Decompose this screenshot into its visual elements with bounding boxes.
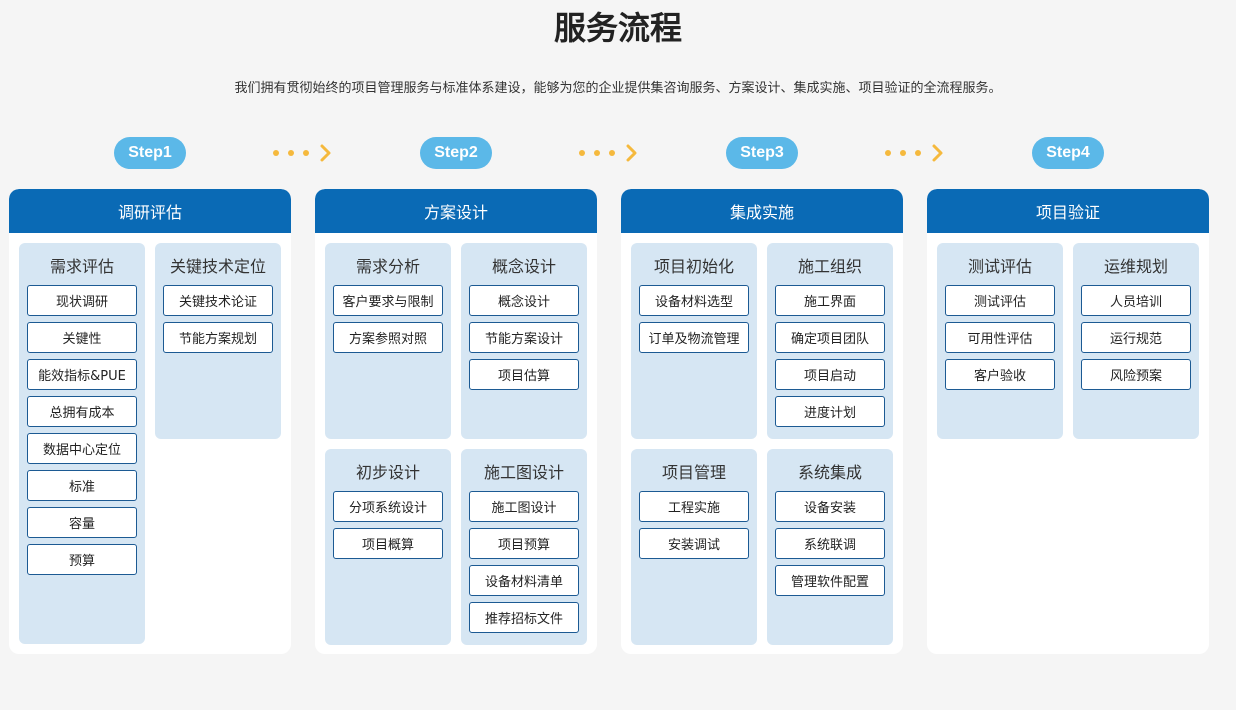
phase-item: 确定项目团队: [775, 322, 885, 353]
step-badge-3: Step3: [726, 137, 798, 169]
phase-card: 施工图设计施工图设计项目预算设备材料清单推荐招标文件: [461, 449, 587, 645]
stage-column-3: 集成实施项目初始化设备材料选型订单及物流管理施工组织施工界面确定项目团队项目启动…: [621, 189, 903, 654]
phase-card: 系统集成设备安装系统联调管理软件配置: [767, 449, 893, 645]
phase-item: 标准: [27, 470, 137, 501]
phase-card: 需求评估现状调研关键性能效指标&PUE 总拥有成本数据中心定位标准容量预算: [19, 243, 145, 644]
phase-title: 测试评估: [967, 257, 1032, 276]
phase-item: 节能方案规划: [163, 322, 273, 353]
phase-card: 需求分析客户要求与限制方案参照对照: [325, 243, 451, 439]
phase-item-list: 工程实施安装调试: [631, 491, 757, 559]
phase-title: 需求分析: [355, 257, 420, 276]
phase-title: 概念设计: [491, 257, 556, 276]
stage-header: 调研评估: [9, 189, 291, 233]
phase-item: 订单及物流管理: [639, 322, 749, 353]
phase-item: 推荐招标文件: [469, 602, 579, 633]
stage-column-2: 方案设计需求分析客户要求与限制方案参照对照概念设计概念设计节能方案设计项目估算初…: [315, 189, 597, 654]
step-badge-4: Step4: [1032, 137, 1104, 169]
phase-item: 运行规范: [1081, 322, 1191, 353]
phase-item: 设备安装: [775, 491, 885, 522]
phase-card: 初步设计分项系统设计项目概算: [325, 449, 451, 645]
phase-item: 工程实施: [639, 491, 749, 522]
phase-item: 节能方案设计: [469, 322, 579, 353]
phase-item: 项目概算: [333, 528, 443, 559]
phase-item-list: 设备材料选型订单及物流管理: [631, 285, 757, 353]
phase-item-list: 分项系统设计项目概算: [325, 491, 451, 559]
phase-item: 客户验收: [945, 359, 1055, 390]
phase-card: 施工组织施工界面确定项目团队项目启动进度计划: [767, 243, 893, 439]
phase-card: 关键技术定位关键技术论证节能方案规划: [155, 243, 281, 439]
phase-card: 项目初始化设备材料选型订单及物流管理: [631, 243, 757, 439]
phase-title: 系统集成: [797, 463, 862, 482]
phase-item: 方案参照对照: [333, 322, 443, 353]
phase-card: 运维规划人员培训运行规范风险预案: [1073, 243, 1199, 439]
phase-card: 测试评估测试评估可用性评估客户验收: [937, 243, 1063, 439]
phase-item: 能效指标&PUE: [27, 359, 137, 390]
phase-item-list: 客户要求与限制方案参照对照: [325, 285, 451, 353]
phase-item: 总拥有成本: [27, 396, 137, 427]
phase-item-list: 施工界面确定项目团队项目启动进度计划: [767, 285, 893, 427]
phase-item-list: 设备安装系统联调管理软件配置: [767, 491, 893, 596]
phase-item: 概念设计: [469, 285, 579, 316]
phase-item: 系统联调: [775, 528, 885, 559]
phase-item: 人员培训: [1081, 285, 1191, 316]
phase-title: 初步设计: [355, 463, 420, 482]
phase-item: 客户要求与限制: [333, 285, 443, 316]
phase-item-list: 关键技术论证节能方案规划: [155, 285, 281, 353]
phase-item: 可用性评估: [945, 322, 1055, 353]
phase-item: 风险预案: [1081, 359, 1191, 390]
page-subtitle: 我们拥有贯彻始终的项目管理服务与标准体系建设，能够为您的企业提供集咨询服务、方案…: [234, 81, 1002, 96]
step-badge-1: Step1: [114, 137, 186, 169]
phase-card: 概念设计概念设计节能方案设计项目估算: [461, 243, 587, 439]
phase-item-list: 人员培训运行规范风险预案: [1073, 285, 1199, 390]
chevron-right-icon: [578, 143, 640, 163]
phase-item: 容量: [27, 507, 137, 538]
phase-item: 项目预算: [469, 528, 579, 559]
phase-card: 项目管理工程实施安装调试: [631, 449, 757, 645]
phase-item: 关键技术论证: [163, 285, 273, 316]
step-badge-2: Step2: [420, 137, 492, 169]
stage-header: 项目验证: [927, 189, 1209, 233]
page-title: 服务流程: [553, 9, 682, 47]
phase-item: 管理软件配置: [775, 565, 885, 596]
phase-item: 设备材料清单: [469, 565, 579, 596]
phase-item-list: 施工图设计项目预算设备材料清单推荐招标文件: [461, 491, 587, 633]
chevron-right-icon: [884, 143, 946, 163]
phase-title: 项目初始化: [653, 257, 734, 276]
chevron-right-icon: [272, 143, 334, 163]
phase-item: 项目启动: [775, 359, 885, 390]
phase-title: 施工组织: [797, 257, 862, 276]
phase-item: 施工界面: [775, 285, 885, 316]
phase-item: 数据中心定位: [27, 433, 137, 464]
phase-item: 安装调试: [639, 528, 749, 559]
phase-item: 预算: [27, 544, 137, 575]
phase-item: 设备材料选型: [639, 285, 749, 316]
phase-item: 测试评估: [945, 285, 1055, 316]
phase-title: 运维规划: [1103, 257, 1168, 276]
phase-title: 需求评估: [49, 257, 114, 276]
phase-item: 施工图设计: [469, 491, 579, 522]
phase-item: 关键性: [27, 322, 137, 353]
phase-item-list: 概念设计节能方案设计项目估算: [461, 285, 587, 390]
stage-header: 集成实施: [621, 189, 903, 233]
phase-item: 项目估算: [469, 359, 579, 390]
stage-header: 方案设计: [315, 189, 597, 233]
phase-title: 施工图设计: [483, 463, 564, 482]
phase-item: 分项系统设计: [333, 491, 443, 522]
stage-column-1: 调研评估需求评估现状调研关键性能效指标&PUE 总拥有成本数据中心定位标准容量预算…: [9, 189, 291, 654]
stage-column-4: 项目验证测试评估测试评估可用性评估客户验收运维规划人员培训运行规范风险预案: [927, 189, 1209, 654]
phase-title: 项目管理: [661, 463, 726, 482]
phase-item: 进度计划: [775, 396, 885, 427]
phase-item-list: 测试评估可用性评估客户验收: [937, 285, 1063, 390]
phase-item-list: 现状调研关键性能效指标&PUE 总拥有成本数据中心定位标准容量预算: [19, 285, 145, 575]
phase-item: 现状调研: [27, 285, 137, 316]
phase-title: 关键技术定位: [169, 257, 266, 276]
